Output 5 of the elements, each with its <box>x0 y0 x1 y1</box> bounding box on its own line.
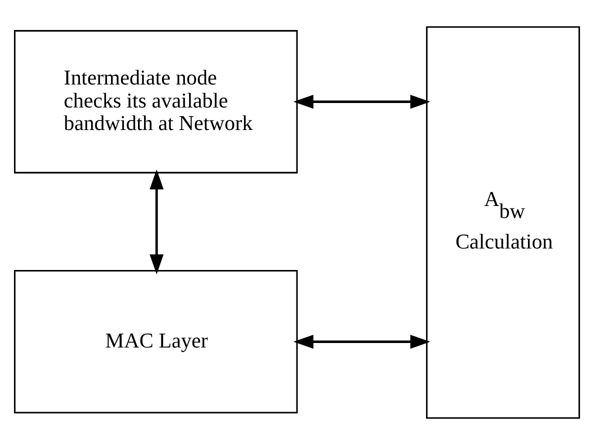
node-box: Intermediate node checks its available bandwidth at Network <box>14 30 298 174</box>
arrow <box>293 94 430 109</box>
node-box: MAC Layer <box>14 270 298 414</box>
arrow <box>150 169 164 274</box>
arrow <box>293 334 430 349</box>
